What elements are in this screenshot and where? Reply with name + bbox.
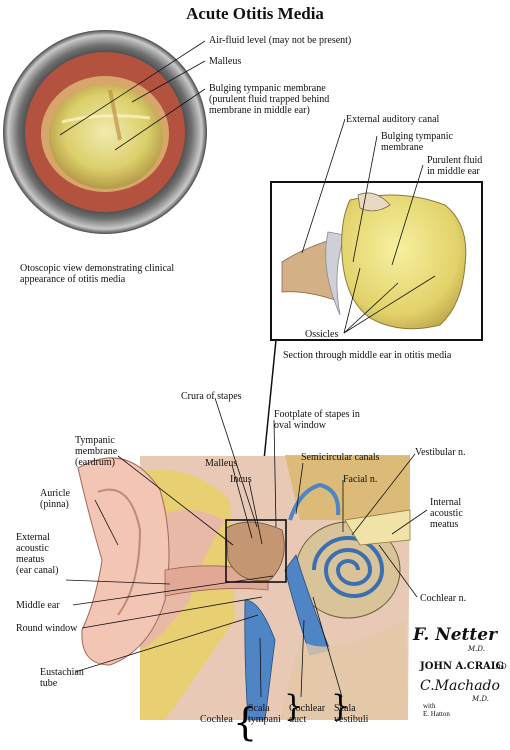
label-purulent-fluid: Purulent fluid in middle ear — [427, 155, 483, 177]
label-external-auditory-canal: External auditory canal — [346, 114, 440, 125]
label-malleus-otoscopic: Malleus — [209, 56, 242, 67]
signature-machado-md: M.D. — [472, 695, 489, 703]
signature-with: with — [423, 702, 436, 710]
section-caption: Section through middle ear in otitis med… — [283, 350, 452, 361]
label-ossicles: Ossicles — [305, 329, 339, 340]
signature-machado: C.Machado — [420, 678, 500, 694]
label-bulging-tympanic-membrane-section: Bulging tympanic membrane — [381, 131, 453, 153]
otoscopic-leaders — [59, 40, 206, 151]
label-facial-nerve: Facial n. — [343, 474, 378, 485]
otoscopic-view — [3, 30, 207, 234]
signature-craig: JOHN A.CRAIG — [420, 661, 504, 672]
cochlea-brace-right: } — [284, 689, 303, 724]
label-cochlear-nerve: Cochlear n. — [420, 593, 467, 604]
anatomy-leaders — [65, 397, 428, 698]
signature-hatton: E. Hatton — [423, 710, 450, 718]
label-eustachian-tube: Eustachian tube — [40, 667, 84, 689]
label-incus: Incus — [230, 474, 252, 485]
label-cochlear-duct: Cochlear duct — [289, 703, 326, 725]
ear-anatomy — [77, 455, 411, 721]
label-vestibular-nerve: Vestibular n. — [415, 447, 466, 458]
label-scala-tympani: Scala tympani — [248, 703, 281, 725]
label-semicircular-canals: Semicircular canals — [301, 452, 380, 463]
label-bulging-tympanic-membrane-otoscopic: Bulging tympanic membrane (purulent flui… — [209, 83, 330, 116]
label-auricle: Auricle (pinna) — [40, 488, 70, 510]
label-external-acoustic-meatus: External acoustic meatus (ear canal) — [16, 532, 59, 576]
label-footplate-of-stapes: Footplate of stapes in oval window — [274, 409, 360, 431]
label-scala-vestibuli: Scala vestibuli — [334, 703, 369, 725]
page-title: Acute Otitis Media — [186, 4, 324, 23]
section-leaders — [301, 118, 436, 334]
zoom-frame — [225, 519, 287, 583]
cochlea-brace-right-2: } — [331, 689, 350, 724]
label-internal-acoustic-meatus: Internal acoustic meatus — [430, 497, 463, 530]
section-view — [281, 192, 467, 330]
label-round-window: Round window — [16, 623, 78, 634]
label-middle-ear: Middle ear — [16, 600, 60, 611]
label-tympanic-membrane: Tympanic membrane (eardrum) — [75, 435, 118, 468]
label-malleus: Malleus — [205, 458, 238, 469]
signature-craig-ad: AD — [496, 663, 507, 671]
signature-netter-md: M.D. — [468, 645, 485, 653]
label-air-fluid-level: Air-fluid level (may not be present) — [209, 35, 352, 46]
label-cochlea: Cochlea — [200, 714, 233, 725]
label-crura-of-stapes: Crura of stapes — [181, 391, 242, 402]
signature-netter: F. Netter — [413, 625, 498, 645]
otoscopic-caption: Otoscopic view demonstrating clinical ap… — [20, 263, 175, 285]
cochlea-brace-left: { — [233, 700, 257, 744]
